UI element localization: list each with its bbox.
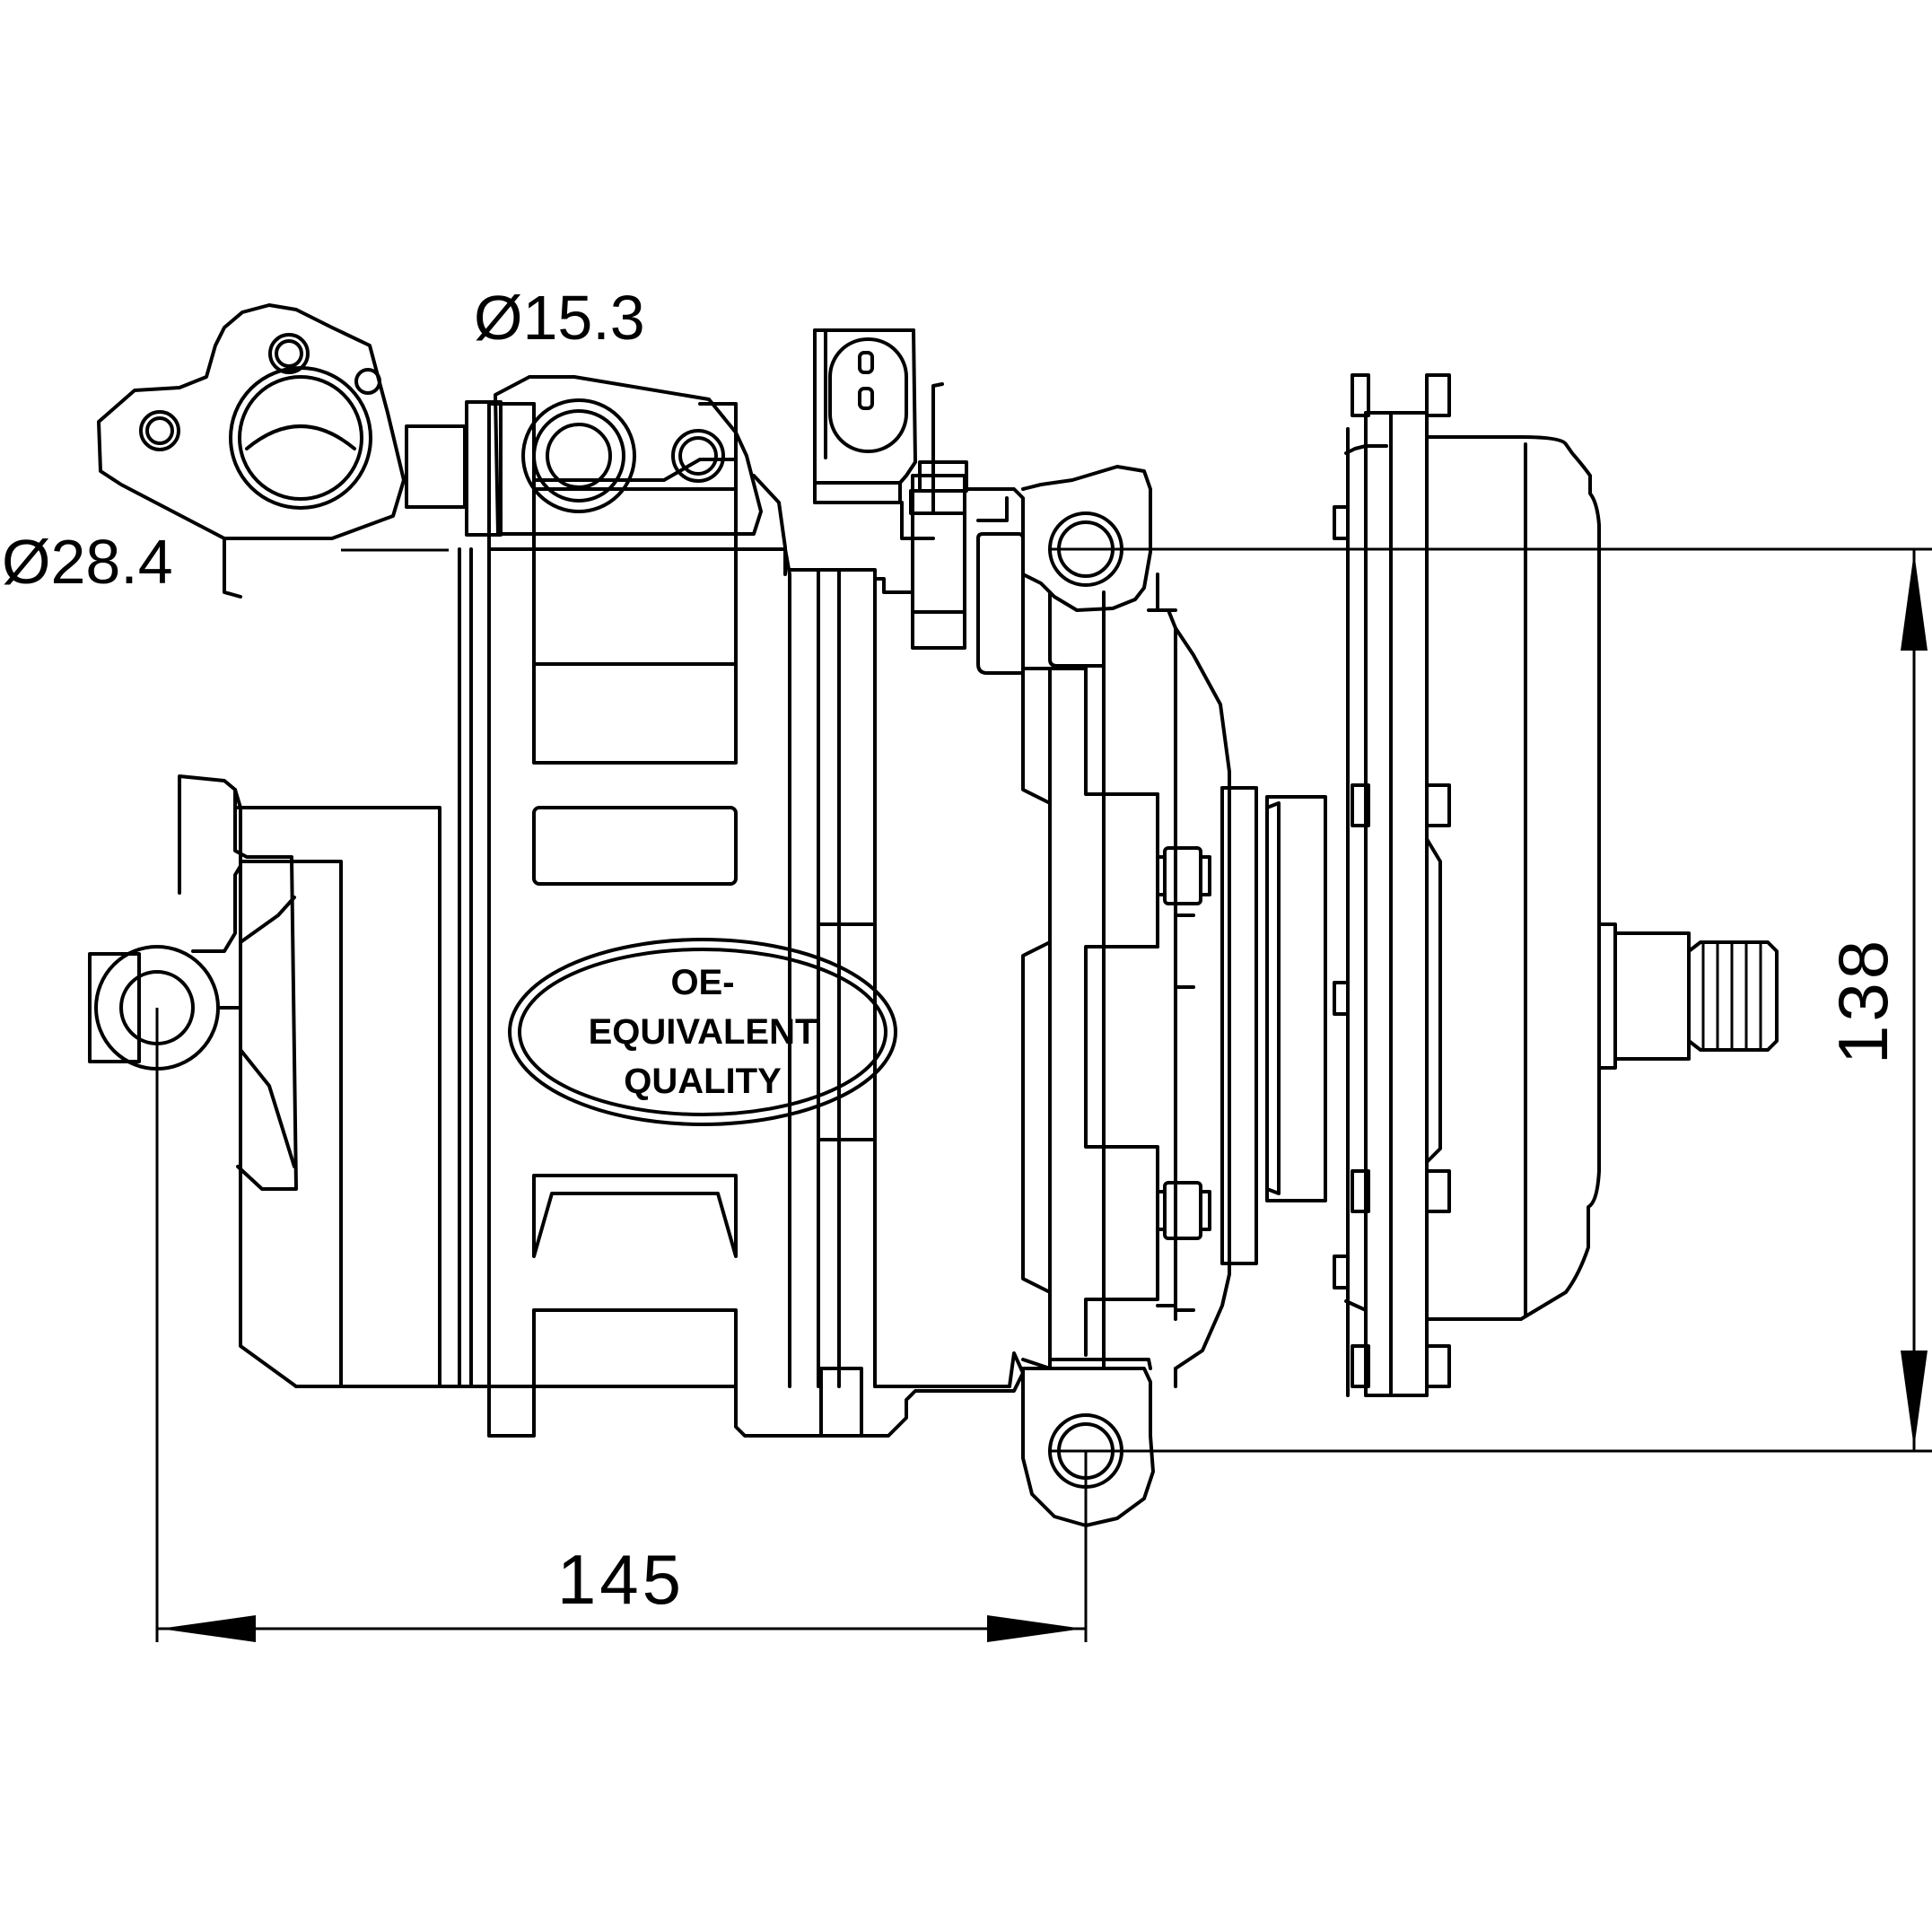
suction-port-diameter-label: Ø28.4 [2,527,173,597]
dimension-145-label: 145 [557,1540,685,1619]
front-housing [1021,573,1258,1388]
discharge-port-boss [405,375,787,576]
suction-port-flange [97,303,406,599]
compressor-body [458,402,1025,1438]
dimension-138-label: 138 [1823,937,1902,1064]
dimension-138: 138 [1048,547,1932,1453]
badge-line-3: QUALITY [624,1062,782,1101]
clutch-pulley [1265,373,1779,1397]
discharge-port-diameter-label: Ø15.3 [474,283,645,353]
oe-equivalent-quality-badge: OE- EQUIVALENT QUALITY [508,938,897,1126]
dimension-145: 145 [155,1008,1088,1642]
upper-mount-ear [976,465,1152,675]
lower-mount-ear [1021,1367,1155,1527]
badge-line-2: EQUIVALENT [589,1012,817,1052]
badge-line-1: OE- [670,963,734,1002]
electrical-connector [813,328,1025,650]
